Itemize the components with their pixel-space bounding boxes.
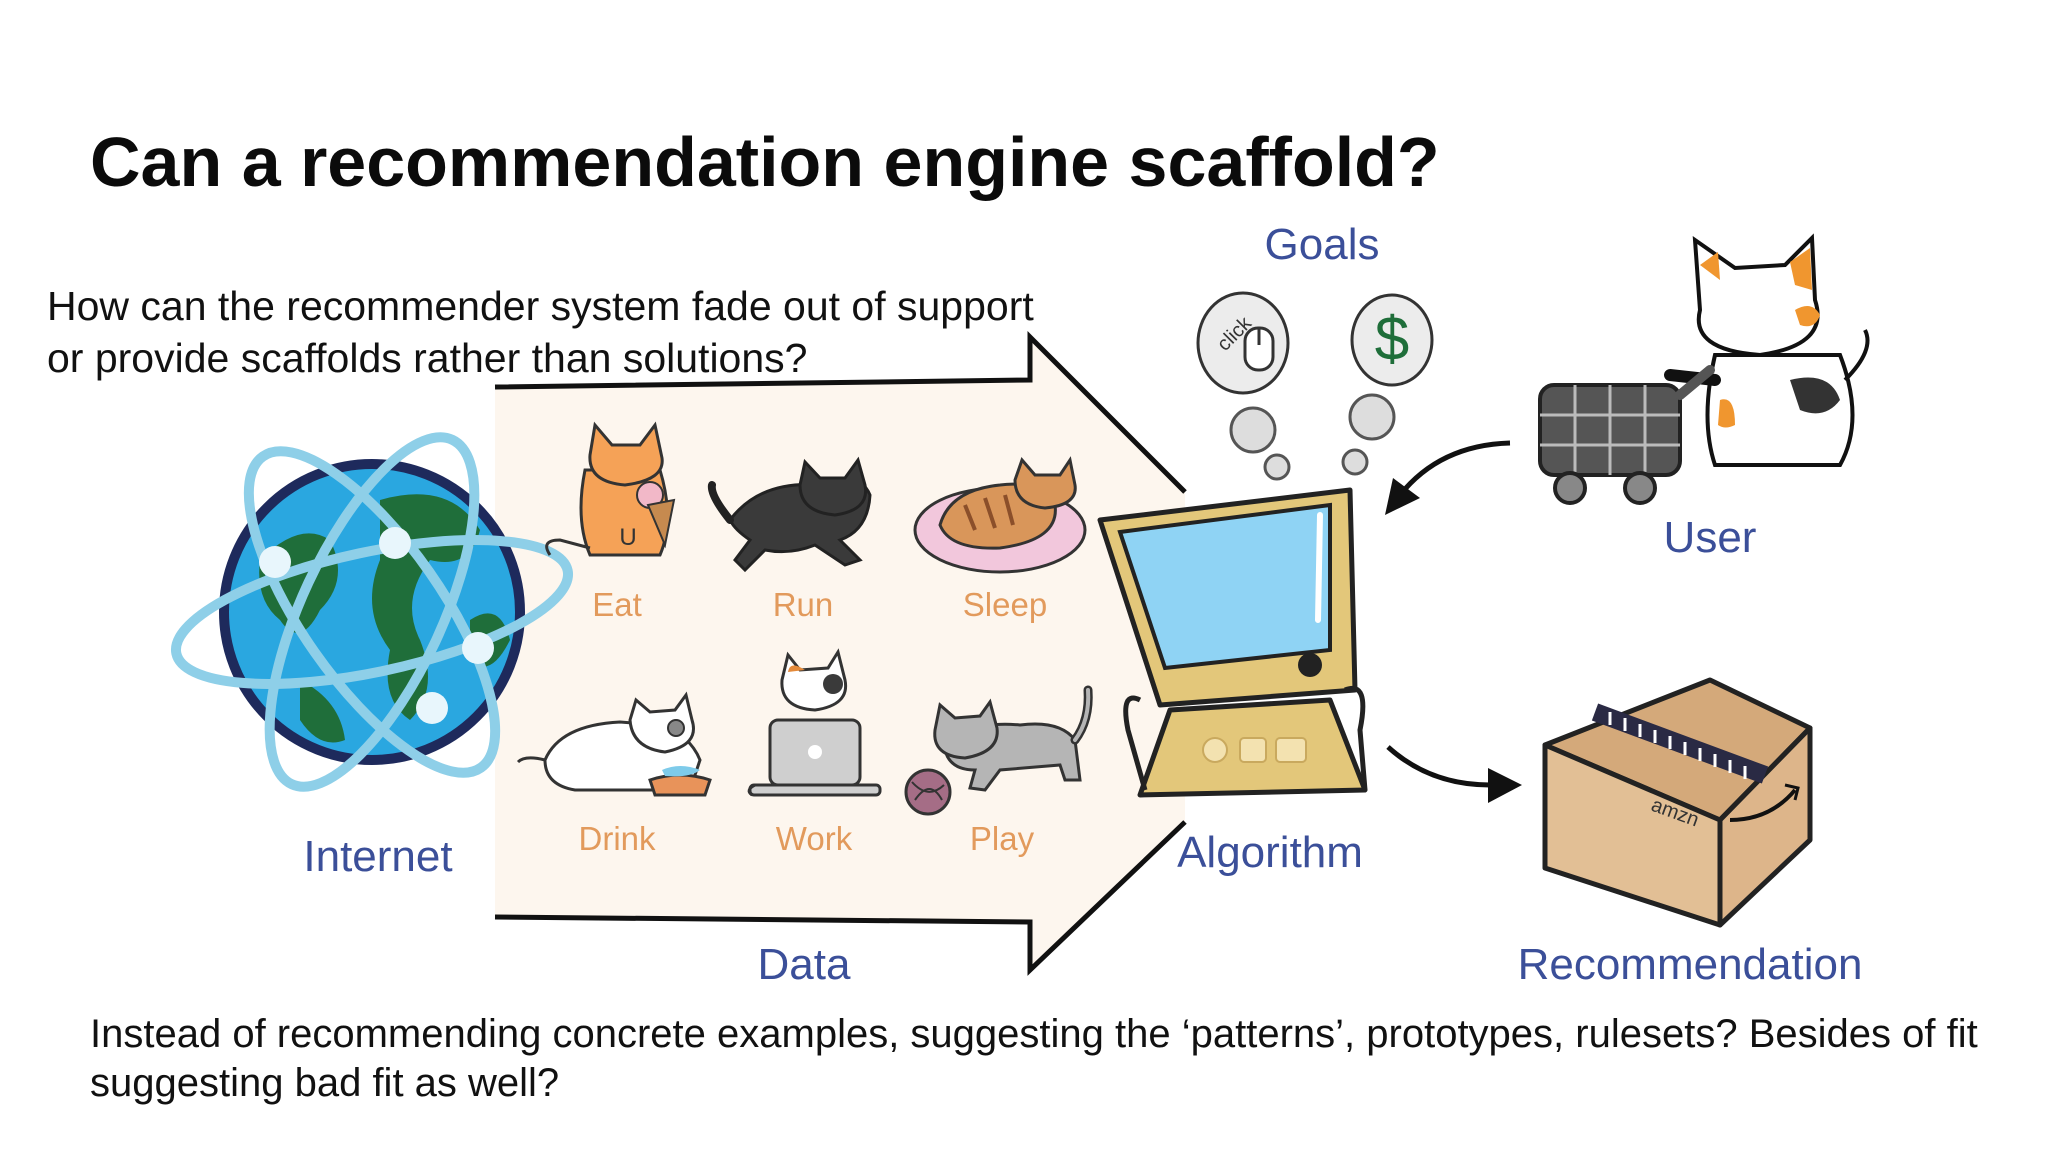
activity-label-drink: Drink [578,820,656,857]
package-box-icon [1542,677,1813,928]
drink-cat-icon [516,691,712,797]
bowl-letter: U [619,524,636,551]
question-text: How can the recommender system fade out … [47,283,1034,381]
sleep-cat-icon [913,456,1087,574]
internet-label: Internet [303,832,453,881]
dollar-icon: $ [1375,305,1409,374]
user-cat-icon [1664,233,1870,467]
activity-label-play: Play [969,820,1035,857]
algorithm-label: Algorithm [1177,828,1363,877]
user-label: User [1663,513,1757,562]
slide-title: Can a recommendation engine scaffold? [90,123,1440,201]
play-cat-icon [904,685,1093,816]
work-cat-icon [747,648,882,797]
goals-label: Goals [1264,220,1380,269]
globe-icon [170,432,574,792]
algorithm-to-recommendation-arrow [1386,745,1522,803]
activity-label-sleep: Sleep [962,586,1048,623]
activity-label-eat: Eat [592,586,642,623]
user-to-algorithm-arrow [1385,440,1511,515]
data-label: Data [757,940,851,989]
recommendation-label: Recommendation [1517,940,1863,989]
bottom-text: Instead of recommending concrete example… [90,1012,1978,1105]
run-cat-icon [707,456,872,573]
goals-bubbles [1196,291,1434,481]
algorithm-monitor-icon [1097,487,1368,798]
eat-cat-icon [545,421,676,557]
activity-label-run: Run [772,586,834,623]
shopping-cart-icon [1538,365,1715,505]
activity-label-work: Work [775,820,853,857]
